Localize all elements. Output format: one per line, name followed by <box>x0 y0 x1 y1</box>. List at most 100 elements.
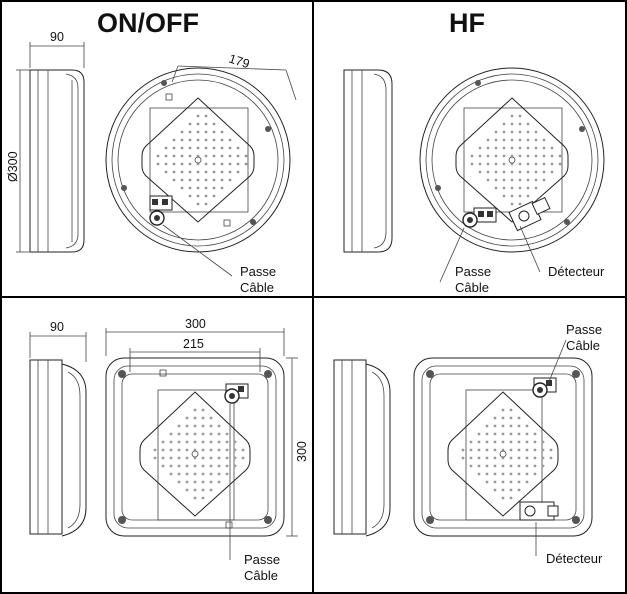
led-dot <box>196 122 200 126</box>
led-dot <box>201 480 205 484</box>
led-dot <box>494 162 498 166</box>
led-dot <box>534 154 538 158</box>
led-dot <box>193 416 197 420</box>
led-dot <box>204 146 208 150</box>
led-dot <box>209 480 213 484</box>
mounting-screw-icon <box>264 516 272 524</box>
led-dot <box>217 480 221 484</box>
label-cable-line2: Câble <box>455 280 489 295</box>
mounting-screw-icon <box>161 80 167 86</box>
led-dot <box>193 432 197 436</box>
led-dot <box>518 178 522 182</box>
led-dot <box>494 146 498 150</box>
led-dot <box>188 130 192 134</box>
led-dot <box>153 448 157 452</box>
led-dot <box>188 138 192 142</box>
dim-height: 300 <box>295 441 309 462</box>
dim-depth: 90 <box>50 320 64 334</box>
led-dot <box>196 138 200 142</box>
dim-depth: 90 <box>50 30 64 44</box>
led-dot <box>225 440 229 444</box>
led-dot <box>185 480 189 484</box>
led-dot <box>217 432 221 436</box>
mounting-screw-icon <box>250 219 256 225</box>
led-dot <box>180 178 184 182</box>
led-dot <box>493 416 497 420</box>
led-dot <box>196 114 200 118</box>
led-dot <box>526 162 530 166</box>
dim-diameter: Ø300 <box>6 151 20 182</box>
led-dot <box>534 138 538 142</box>
led-dot <box>501 488 505 492</box>
mounting-screw-icon <box>572 370 580 378</box>
led-dot <box>236 162 240 166</box>
led-dot <box>542 162 546 166</box>
led-dot <box>550 154 554 158</box>
led-dot <box>177 440 181 444</box>
led-dot <box>156 154 160 158</box>
led-dot <box>161 448 165 452</box>
led-dot <box>204 178 208 182</box>
led-dot <box>494 186 498 190</box>
led-dot <box>509 448 513 452</box>
led-dot <box>217 456 221 460</box>
led-dot <box>196 170 200 174</box>
led-dot <box>204 114 208 118</box>
led-dot <box>502 130 506 134</box>
led-dot <box>180 186 184 190</box>
led-dot <box>228 170 232 174</box>
led-dot <box>477 448 481 452</box>
led-dot <box>509 496 513 500</box>
led-dot <box>161 464 165 468</box>
led-dot <box>478 154 482 158</box>
led-dot <box>533 464 537 468</box>
led-dot <box>209 464 213 468</box>
led-dot <box>204 138 208 142</box>
led-dot <box>204 194 208 198</box>
led-dot <box>525 480 529 484</box>
led-dot <box>494 130 498 134</box>
led-dot <box>220 138 224 142</box>
led-dot <box>477 456 481 460</box>
led-dot <box>188 186 192 190</box>
led-dot <box>169 448 173 452</box>
led-dot <box>185 416 189 420</box>
mounting-screw-icon <box>572 516 580 524</box>
led-dot <box>541 456 545 460</box>
led-dot <box>510 186 514 190</box>
led-dot <box>486 162 490 166</box>
label-cable-line1: Passe <box>244 552 280 567</box>
led-dot <box>469 464 473 468</box>
led-dot <box>478 170 482 174</box>
led-dot <box>164 154 168 158</box>
cable-gland-icon <box>224 383 249 404</box>
panel-title-hf: HF <box>449 8 485 38</box>
led-dot <box>212 138 216 142</box>
led-dot <box>486 178 490 182</box>
led-dot <box>169 432 173 436</box>
led-dot <box>517 440 521 444</box>
label-cable-line2: Câble <box>244 568 278 583</box>
led-dot <box>185 488 189 492</box>
led-dot <box>212 194 216 198</box>
mounting-screw-icon <box>435 185 441 191</box>
detector-icon <box>508 196 551 232</box>
led-dot <box>236 154 240 158</box>
led-dot <box>477 440 481 444</box>
led-dot <box>204 130 208 134</box>
led-dot <box>541 464 545 468</box>
cable-gland-icon <box>462 207 497 228</box>
led-dot <box>185 448 189 452</box>
led-dot <box>228 154 232 158</box>
led-dot <box>228 178 232 182</box>
led-dot <box>509 456 513 460</box>
mounting-screw-icon <box>426 370 434 378</box>
led-dot <box>220 146 224 150</box>
led-dot <box>549 448 553 452</box>
led-dot <box>193 464 197 468</box>
led-dot <box>518 194 522 198</box>
led-dot <box>518 170 522 174</box>
led-dot <box>525 440 529 444</box>
side-view-square-hf <box>333 359 391 537</box>
led-dot <box>201 488 205 492</box>
